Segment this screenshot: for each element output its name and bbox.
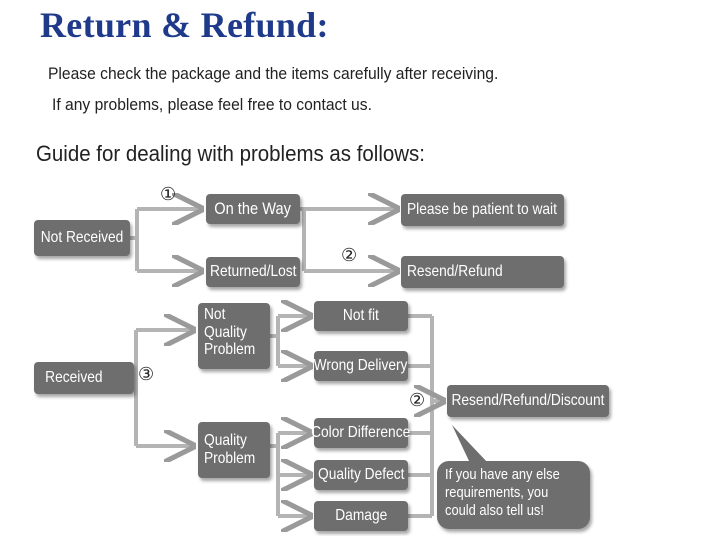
node-not-quality-problem: Not Quality Problem	[198, 303, 270, 369]
step-number-2-top: ②	[341, 245, 358, 265]
connector-not-received	[130, 209, 139, 271]
node-on-the-way: On the Way	[206, 194, 300, 224]
node-resend-refund-discount: Resend/Refund/Discount	[447, 385, 609, 417]
node-received: Received	[34, 362, 134, 394]
node-quality-defect: Quality Defect	[314, 460, 408, 490]
page-title: Return & Refund:	[40, 5, 329, 45]
intro-line-1: Please check the package and the items c…	[48, 64, 499, 83]
node-wrong-delivery: Wrong Delivery	[314, 351, 408, 381]
speech-bubble: If you have any else requirements, you c…	[437, 461, 590, 529]
guide-heading: Guide for dealing with problems as follo…	[36, 141, 425, 166]
connector-collector	[408, 314, 434, 518]
node-damage: Damage	[314, 501, 408, 531]
node-quality-problem: Quality Problem	[198, 422, 270, 478]
connector-quality	[270, 433, 280, 516]
bubble-tail	[452, 425, 488, 463]
node-not-received: Not Received	[34, 220, 130, 256]
step-number-1: ①	[160, 184, 177, 204]
connector-not-quality	[270, 316, 280, 366]
node-patient-wait: Please be patient to wait	[401, 194, 564, 226]
step-number-3: ③	[138, 364, 155, 384]
step-number-2-bottom: ②	[409, 390, 426, 410]
connector-received	[134, 330, 138, 446]
node-not-fit: Not fit	[314, 301, 408, 331]
intro-line-2: If any problems, please feel free to con…	[52, 95, 372, 114]
node-returned-lost: Returned/Lost	[206, 257, 300, 287]
bubble-text: If you have any else requirements, you c…	[445, 466, 560, 519]
node-color-difference: Color Difference	[311, 418, 411, 448]
node-resend-refund: Resend/Refund	[401, 256, 564, 288]
